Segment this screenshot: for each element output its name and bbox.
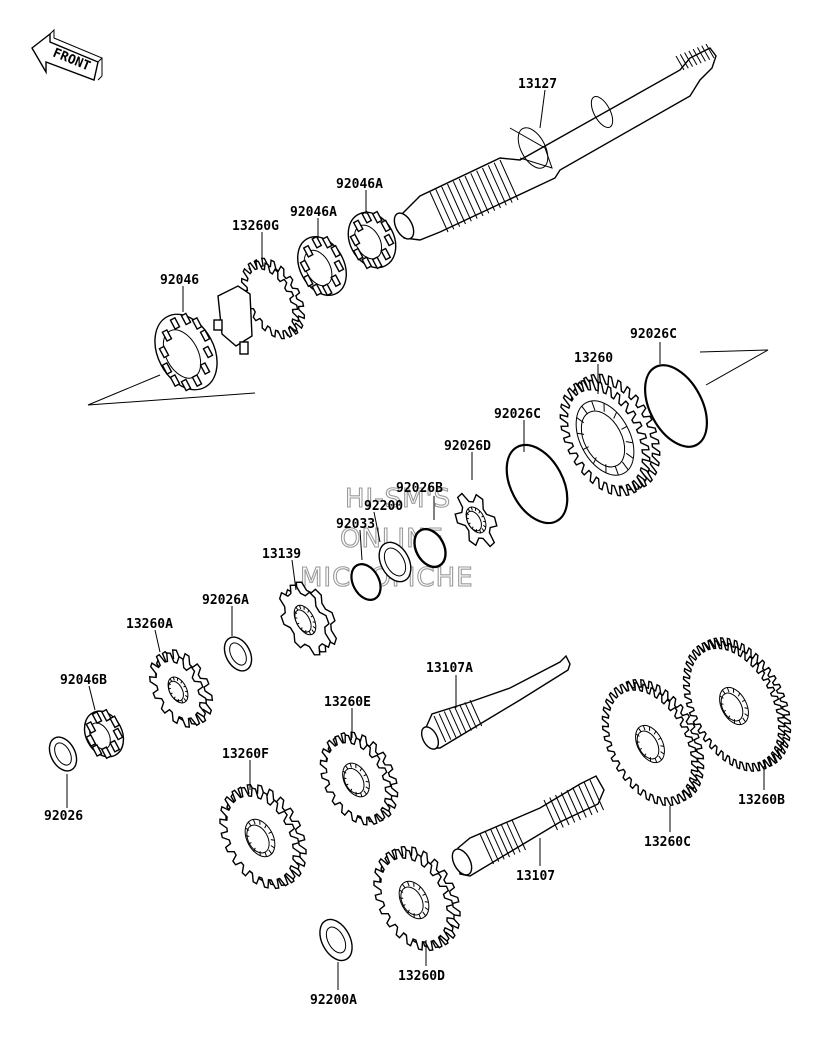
washer-92026A-inner xyxy=(229,642,247,666)
washer-92026A xyxy=(223,636,253,672)
leader-lines xyxy=(66,89,765,990)
bearing-92046A-1 xyxy=(297,235,347,297)
label-92026D: 92026D xyxy=(444,439,491,454)
gear-13260B xyxy=(682,637,792,772)
shaft-13107 xyxy=(451,775,605,877)
label-92033: 92033 xyxy=(336,517,375,532)
gear-13260D xyxy=(373,845,461,952)
guide-line-right xyxy=(699,349,769,386)
label-13260B: 13260B xyxy=(738,793,785,808)
bearing-92046B xyxy=(83,708,125,760)
washer-92200-inner xyxy=(383,547,407,577)
label-13260: 13260 xyxy=(574,351,613,366)
label-13260G: 13260G xyxy=(232,219,279,234)
circlip-92026C-2 xyxy=(505,443,569,525)
guide-line-left xyxy=(87,374,256,406)
label-92046: 92046 xyxy=(160,273,199,288)
washer-92200 xyxy=(378,541,412,583)
gear-13260E xyxy=(319,731,399,826)
label-13260D: 13260D xyxy=(398,969,445,984)
bearing-92046 xyxy=(154,312,218,392)
toothed-washer-92026D xyxy=(454,492,498,548)
circlip-92026C-1 xyxy=(644,364,708,448)
shaft-spline xyxy=(479,819,526,865)
washer-92200A-inner xyxy=(325,926,347,954)
circlip-92033 xyxy=(350,563,382,601)
label-13107A: 13107A xyxy=(426,661,473,676)
label-92046A-1: 92046A xyxy=(336,177,383,192)
label-13260F: 13260F xyxy=(222,747,269,762)
label-92046A-2: 92046A xyxy=(290,205,337,220)
label-13127: 13127 xyxy=(518,77,557,92)
label-92026A: 92026A xyxy=(202,593,249,608)
gear-13139 xyxy=(278,581,338,656)
label-92026B: 92026B xyxy=(396,481,443,496)
label-13107: 13107 xyxy=(516,869,555,884)
washer-92026 xyxy=(48,736,78,772)
circlip-92026B xyxy=(413,527,447,569)
label-92046B: 92046B xyxy=(60,673,107,688)
shaft-thread xyxy=(675,43,715,71)
label-92026C-1: 92026C xyxy=(630,327,677,342)
washer-92200A xyxy=(319,918,353,962)
label-13260A: 13260A xyxy=(126,617,173,632)
label-92200: 92200 xyxy=(364,499,403,514)
shaft-spline xyxy=(429,159,519,233)
part-labels: 13127 92046A 92046A 13260G 92046 92026C … xyxy=(44,77,785,1008)
shaft-spline xyxy=(543,779,604,831)
bearing-92046A-2 xyxy=(347,210,397,270)
gear-13260F xyxy=(219,783,307,890)
label-13260C: 13260C xyxy=(644,835,691,850)
label-92200A: 92200A xyxy=(310,993,357,1008)
label-92026: 92026 xyxy=(44,809,83,824)
watermark-line1: HI-SM'S xyxy=(345,484,451,514)
shaft-spline xyxy=(433,699,483,743)
label-13260E: 13260E xyxy=(324,695,371,710)
gear-13260G xyxy=(213,257,306,355)
label-92026C-2: 92026C xyxy=(494,407,541,422)
gear-13260A xyxy=(148,649,214,728)
washer-92026-inner xyxy=(54,742,72,766)
label-13139: 13139 xyxy=(262,547,301,562)
main-shaft-13127 xyxy=(393,43,717,241)
gear-13260C xyxy=(601,678,705,807)
front-arrow: FRONT xyxy=(31,28,103,81)
shaft-13107A xyxy=(420,654,571,750)
